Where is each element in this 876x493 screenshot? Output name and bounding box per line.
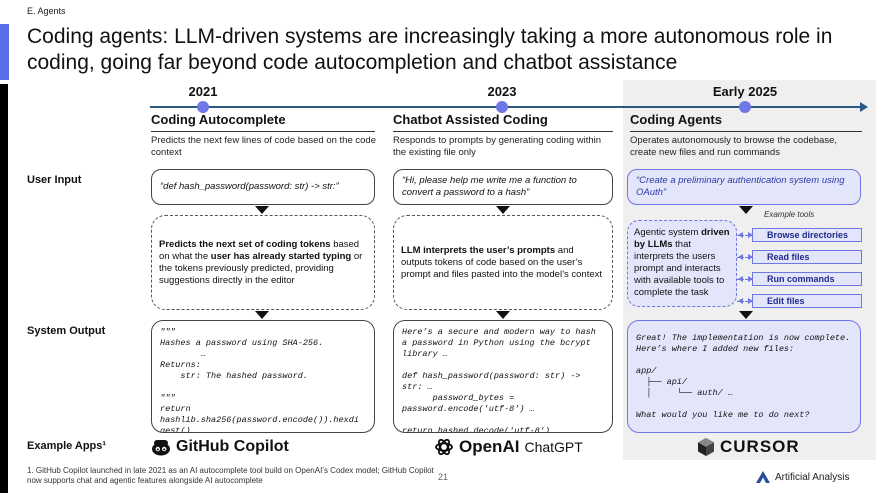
tool-arrowhead: [738, 254, 743, 260]
timeline-dot-2023: [496, 101, 508, 113]
app-openai-chatgpt: OpenAI ChatGPT: [434, 437, 583, 457]
user-input-box: “Hi, please help me write me a function …: [393, 169, 613, 205]
tool-connector: [737, 235, 752, 236]
column-description: Operates autonomously to browse the code…: [630, 135, 838, 158]
app-name: GitHub Copilot: [176, 438, 289, 455]
app-name-openai: OpenAI: [459, 437, 520, 456]
tool-arrowhead: [738, 232, 743, 238]
page-number: 21: [438, 472, 449, 482]
process-text: that interprets the users prompt and int…: [634, 239, 725, 298]
flow-arrow: [496, 206, 510, 214]
timeline-dot-2021: [197, 101, 209, 113]
tool-arrowhead: [738, 276, 743, 282]
year-early-2025: Early 2025: [712, 84, 778, 99]
year-2023: 2023: [487, 84, 517, 99]
process-box: Agentic system driven by LLMs that inter…: [627, 220, 737, 307]
section-label: E. Agents: [27, 6, 66, 16]
app-name-chatgpt: ChatGPT: [524, 439, 583, 455]
system-output-box: """ Hashes a password using SHA-256. … R…: [151, 320, 375, 433]
system-output-box: Here’s a secure and modern way to hash a…: [393, 320, 613, 433]
artificial-analysis-logo-icon: [756, 471, 770, 483]
tool-run-commands: Run commands: [752, 272, 862, 286]
brand-name: Artificial Analysis: [775, 471, 850, 483]
flow-arrow: [496, 311, 510, 319]
example-tools-label: Example tools: [764, 210, 815, 219]
column-title-agents: Coding Agents: [630, 112, 722, 127]
flow-arrow: [255, 206, 269, 214]
timeline-dot-2025: [739, 101, 751, 113]
row-label-example-apps: Example Apps¹: [27, 440, 107, 452]
page-title: Coding agents: LLM-driven systems are in…: [27, 25, 833, 74]
column-description: Responds to prompts by generating coding…: [393, 135, 602, 158]
process-bold: user has already started typing: [210, 250, 352, 262]
process-text: based on what the: [159, 238, 360, 262]
process-text: or the tokens previously predicted, prov…: [159, 250, 363, 286]
process-bold: LLM interprets the user’s prompts: [401, 244, 556, 256]
tool-arrowhead: [748, 232, 753, 238]
tool-arrowhead: [738, 298, 743, 304]
column-rule: [630, 131, 862, 132]
app-cursor: CURSOR: [697, 437, 800, 457]
column-rule: [393, 131, 613, 132]
tool-arrowhead: [748, 298, 753, 304]
app-name: CURSOR: [720, 437, 800, 456]
footnote: 1. GitHub Copilot launched in late 2021 …: [27, 466, 434, 485]
app-github-copilot: GitHub Copilot: [151, 437, 289, 457]
tool-arrowhead: [748, 276, 753, 282]
column-title-autocomplete: Coding Autocomplete: [151, 112, 286, 127]
user-input-box: “def hash_password(password: str) -> str…: [151, 169, 375, 205]
column-title-chatbot: Chatbot Assisted Coding: [393, 112, 548, 127]
tool-edit-files: Edit files: [752, 294, 862, 308]
system-output-box: Great! The implementation is now complet…: [627, 320, 861, 433]
flow-arrow: [739, 311, 753, 319]
openai-logo-icon: [435, 438, 453, 456]
tool-connector: [737, 279, 752, 280]
process-bold: driven by LLMs: [634, 227, 730, 250]
github-octocat-icon: [152, 440, 170, 456]
side-bar: [0, 84, 8, 493]
tool-arrowhead: [748, 254, 753, 260]
user-input-box: “Create a preliminary authentication sys…: [627, 169, 861, 205]
process-box: LLM interprets the user’s prompts and ou…: [393, 215, 613, 310]
process-box: Predicts the next set of coding tokens b…: [151, 215, 375, 310]
brand-logo: Artificial Analysis: [756, 471, 849, 483]
flow-arrow: [739, 206, 753, 214]
cursor-cube-icon: [698, 438, 714, 456]
tool-browse-directories: Browse directories: [752, 228, 862, 242]
year-2021: 2021: [188, 84, 218, 99]
timeline-arrowhead: [860, 102, 868, 112]
process-text: Agentic system: [634, 227, 702, 238]
accent-bar: [0, 24, 9, 80]
process-bold: Predicts the next set of coding tokens: [159, 238, 331, 250]
flow-arrow: [255, 311, 269, 319]
column-rule: [151, 131, 375, 132]
tool-read-files: Read files: [752, 250, 862, 264]
row-label-user-input: User Input: [27, 174, 82, 186]
row-label-system-output: System Output: [27, 325, 106, 337]
tool-connector: [737, 301, 752, 302]
tool-connector: [737, 257, 752, 258]
column-description: Predicts the next few lines of code base…: [151, 135, 376, 158]
process-text: and outputs tokens of code based on the …: [401, 244, 603, 280]
